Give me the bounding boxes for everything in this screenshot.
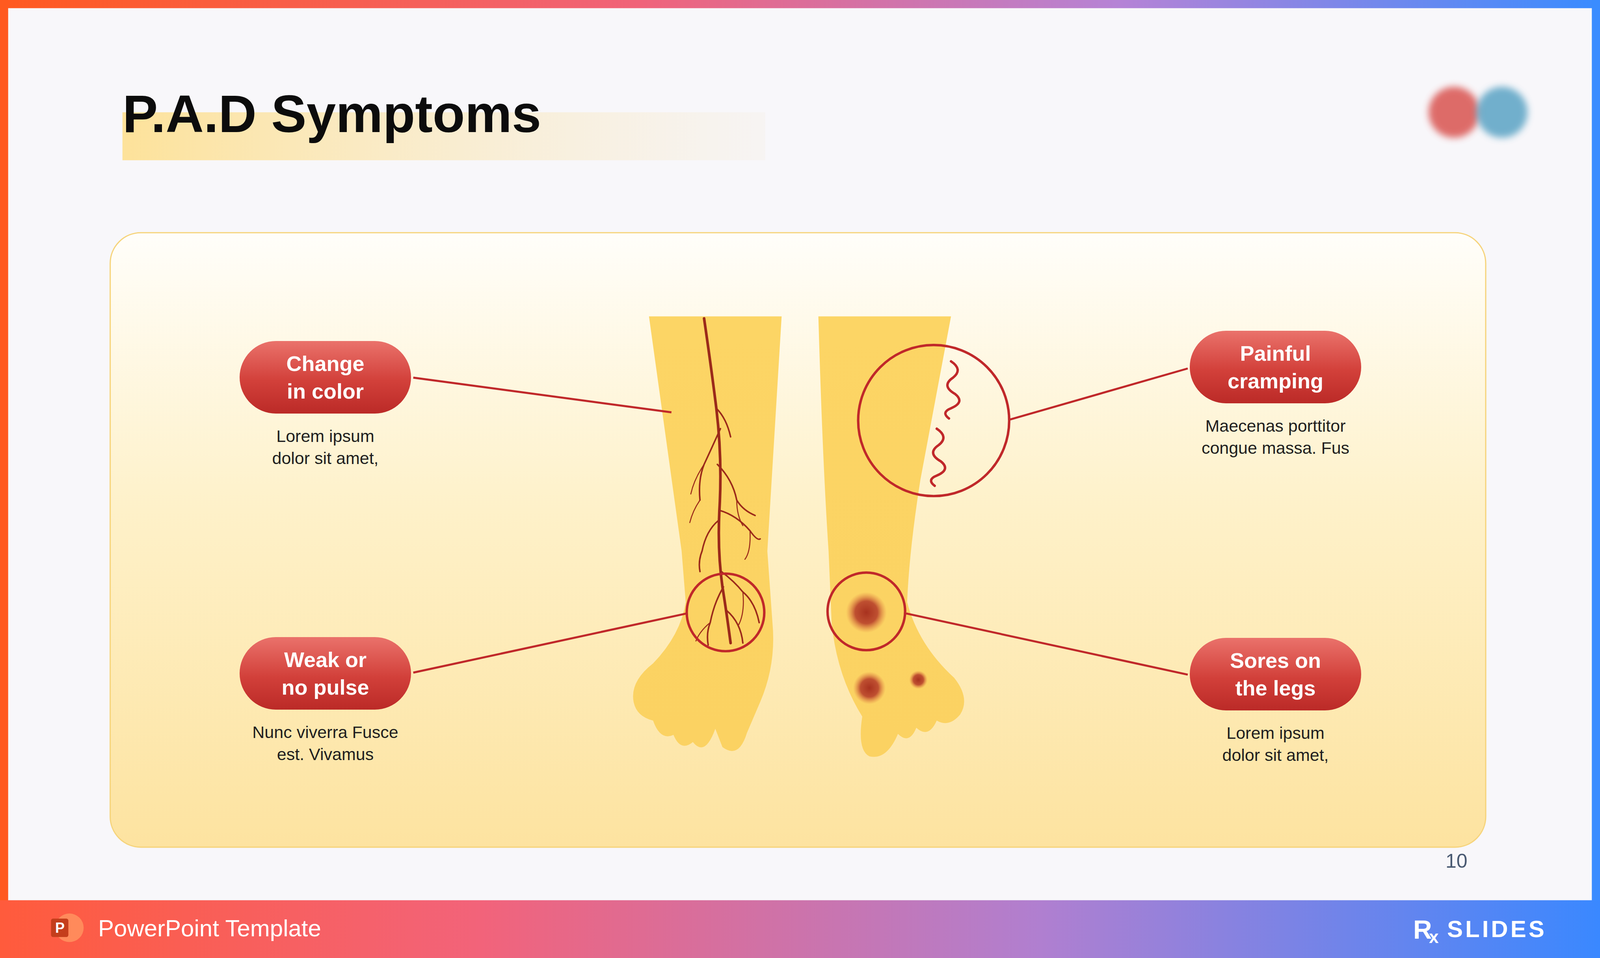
symptom-heading: Painful cramping	[1210, 339, 1341, 395]
symptom-pill: Painful cramping	[1189, 330, 1362, 404]
symptom-pill: Change in color	[239, 340, 412, 414]
symptom-callout: Sores on the legsLorem ipsum dolor sit a…	[1189, 637, 1362, 711]
symptom-callout: Weak or no pulseNunc viverra Fusce est. …	[239, 636, 412, 710]
logo-subscript: x	[1428, 926, 1439, 947]
footer-text: PowerPoint Template	[98, 914, 322, 942]
symptom-callout: Change in colorLorem ipsum dolor sit ame…	[239, 340, 412, 414]
logo-text: SLIDES	[1447, 915, 1547, 943]
symptom-description: Nunc viverra Fusce est. Vivamus	[242, 721, 409, 766]
symptom-pill: Weak or no pulse	[239, 636, 412, 710]
app-icon-letter: P	[55, 919, 65, 936]
symptom-pill: Sores on the legs	[1189, 637, 1362, 711]
symptom-callout: Painful crampingMaecenas porttitor congu…	[1189, 330, 1362, 404]
symptom-heading: Change in color	[260, 349, 391, 405]
page-number: 10	[1445, 849, 1468, 873]
symptom-heading: Sores on the legs	[1210, 646, 1341, 702]
slide-title: P.A.D Symptoms	[122, 83, 542, 144]
symptom-description: Lorem ipsum dolor sit amet,	[242, 425, 409, 470]
symptom-description: Maecenas porttitor congue massa. Fus	[1192, 414, 1359, 460]
symptom-description: Lorem ipsum dolor sit amet,	[1192, 721, 1359, 767]
symptom-heading: Weak or no pulse	[260, 645, 391, 701]
